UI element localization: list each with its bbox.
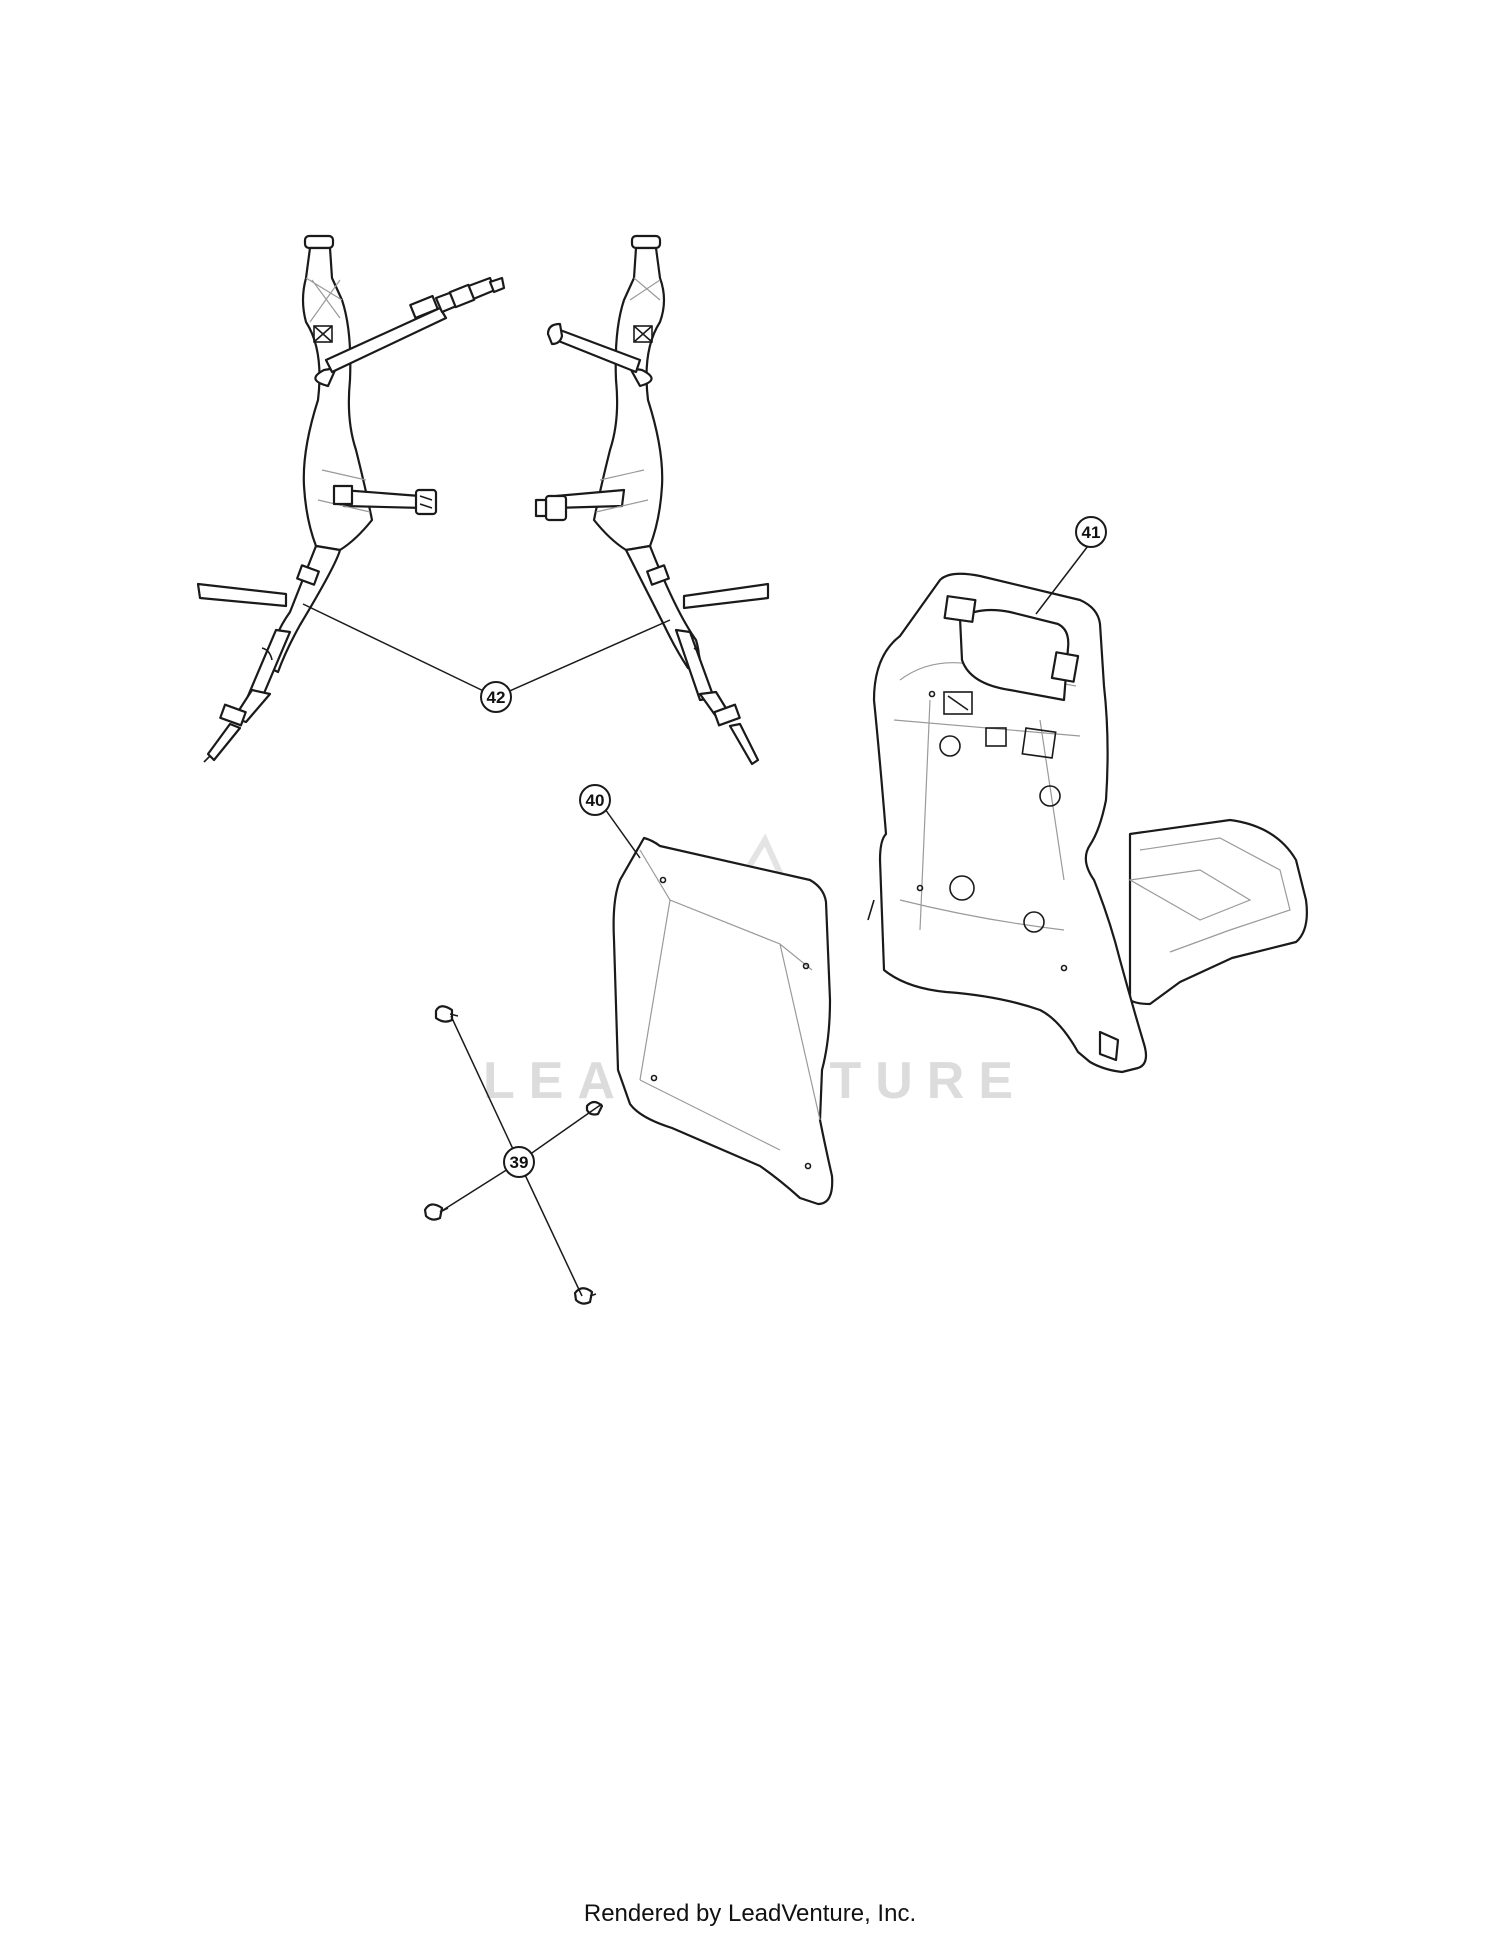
fastener-3[interactable]: [423, 1203, 449, 1221]
callout-42[interactable]: 42: [480, 681, 512, 713]
footer-credit: Rendered by LeadVenture, Inc.: [583, 1900, 917, 1927]
fastener-4[interactable]: [573, 1287, 597, 1305]
callout-41-label: 41: [1082, 523, 1101, 542]
callout-40[interactable]: 40: [579, 784, 611, 816]
leader-lines: [302, 541, 1092, 1297]
strap-right[interactable]: [534, 234, 770, 766]
seat[interactable]: [867, 572, 1308, 1074]
callout-42-label: 42: [487, 688, 506, 707]
back-panel[interactable]: [612, 836, 834, 1206]
callout-39[interactable]: 39: [503, 1146, 535, 1178]
callout-39-label: 39: [510, 1153, 529, 1172]
callout-40-label: 40: [586, 791, 605, 810]
strap-left[interactable]: [196, 234, 506, 763]
fastener-1[interactable]: [434, 1005, 459, 1023]
callout-41[interactable]: 41: [1075, 516, 1107, 548]
